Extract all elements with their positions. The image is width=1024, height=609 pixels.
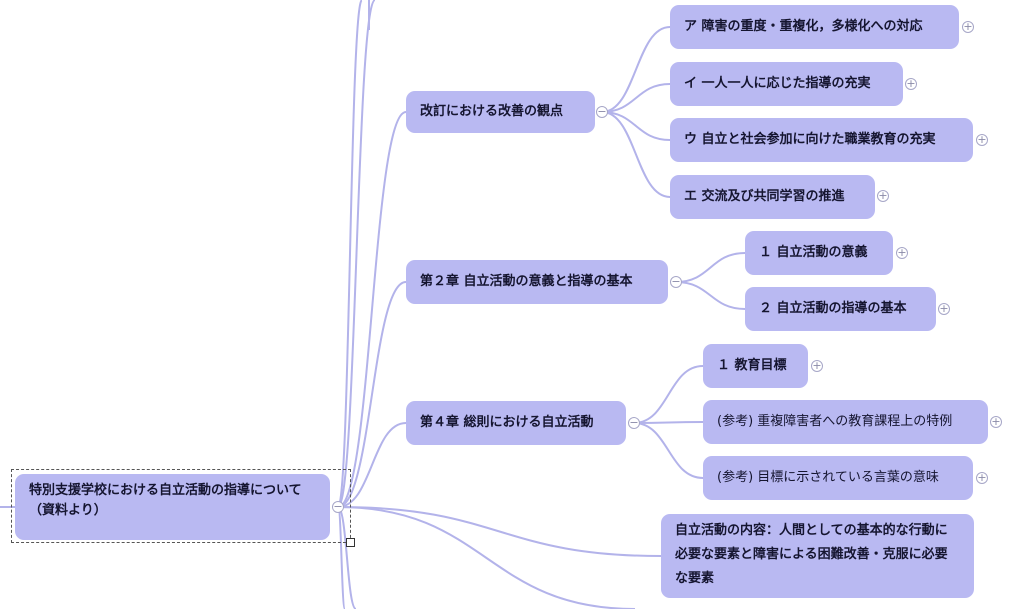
expand-toggle-i[interactable]: + bbox=[905, 77, 917, 90]
expand-toggle-e[interactable]: + bbox=[877, 189, 889, 202]
connector-u bbox=[601, 111, 671, 141]
expand-toggle-u[interactable]: + bbox=[976, 133, 988, 146]
subtopic-4-ref-2[interactable]: (参考) 目標に示されている言葉の意味 bbox=[703, 456, 973, 500]
connector-root-chapter-2 bbox=[337, 281, 407, 508]
expand-toggle-2-2[interactable]: + bbox=[938, 302, 950, 315]
subtopic-a[interactable]: ア 障害の重度・重複化，多様化への対応 bbox=[670, 5, 959, 49]
connector-4-1 bbox=[633, 365, 704, 424]
connector-offscreen-bottom-3 bbox=[337, 506, 636, 609]
subtopic-u[interactable]: ウ 自立と社会参加に向けた職業教育の充実 bbox=[670, 118, 973, 162]
subtopic-label: １ 教育目標 bbox=[717, 358, 787, 373]
topic-chapter-2[interactable]: 第２章 自立活動の意義と指導の基本 bbox=[406, 260, 668, 304]
topic-chapter-4[interactable]: 第４章 総則における自立活動 bbox=[406, 401, 626, 445]
expand-toggle-4-ref-1[interactable]: + bbox=[990, 415, 1002, 428]
subtopic-2-1[interactable]: １ 自立活動の意義 bbox=[745, 231, 893, 275]
collapse-toggle-chapter-4[interactable]: − bbox=[628, 416, 640, 429]
subtopic-4-1[interactable]: １ 教育目標 bbox=[703, 344, 808, 388]
subtopic-label: エ 交流及び共同学習の推進 bbox=[684, 189, 845, 204]
connector-root-jiritsu bbox=[337, 506, 662, 557]
connector-2-1 bbox=[675, 252, 746, 283]
topic-label: 自立活動の内容：人間としての基本的な行動に必要な要素と障害による困難改善・克服に… bbox=[675, 523, 948, 586]
connector-4-ref-1 bbox=[633, 421, 704, 424]
connector-2-2 bbox=[675, 281, 746, 310]
topic-label: 改訂における改善の観点 bbox=[420, 104, 564, 119]
selection-frame bbox=[11, 469, 351, 543]
topic-label: 第２章 自立活動の意義と指導の基本 bbox=[420, 274, 633, 289]
subtopic-i[interactable]: イ 一人一人に応じた指導の充実 bbox=[670, 62, 903, 106]
connector-4-ref-2 bbox=[633, 422, 704, 479]
connector-e bbox=[601, 111, 671, 198]
expand-toggle-4-ref-2[interactable]: + bbox=[976, 471, 988, 484]
subtopic-label: ア 障害の重度・重複化，多様化への対応 bbox=[684, 19, 923, 34]
expand-toggle-a[interactable]: + bbox=[962, 20, 974, 33]
resize-handle[interactable] bbox=[346, 538, 355, 547]
collapse-toggle-chapter-2[interactable]: − bbox=[670, 275, 682, 288]
collapse-toggle-root[interactable]: − bbox=[332, 500, 344, 513]
connector-i bbox=[601, 83, 671, 113]
root-topic[interactable]: 特別支援学校における自立活動の指導について（資料より） bbox=[15, 474, 330, 540]
subtopic-label: ウ 自立と社会参加に向けた職業教育の充実 bbox=[684, 132, 936, 147]
subtopic-4-ref-1[interactable]: (参考) 重複障害者への教育課程上の特例 bbox=[703, 400, 988, 444]
expand-toggle-4-1[interactable]: + bbox=[811, 359, 823, 372]
connector-a bbox=[601, 26, 671, 113]
connector-offscreen-top-2 bbox=[337, 0, 376, 508]
subtopic-e[interactable]: エ 交流及び共同学習の推進 bbox=[670, 175, 875, 219]
subtopic-label: (参考) 目標に示されている言葉の意味 bbox=[717, 470, 939, 485]
topic-jiritsu-content[interactable]: 自立活動の内容：人間としての基本的な行動に必要な要素と障害による困難改善・克服に… bbox=[661, 514, 974, 598]
topic-label: 第４章 総則における自立活動 bbox=[420, 415, 594, 430]
connector-root-chapter-4 bbox=[337, 422, 407, 508]
topic-kaitei[interactable]: 改訂における改善の観点 bbox=[406, 91, 595, 133]
subtopic-2-2[interactable]: ２ 自立活動の指導の基本 bbox=[745, 287, 936, 331]
connector-offscreen-top-3 bbox=[337, 0, 363, 508]
subtopic-label: イ 一人一人に応じた指導の充実 bbox=[684, 76, 871, 91]
expand-toggle-2-1[interactable]: + bbox=[896, 246, 908, 259]
collapse-toggle-kaitei[interactable]: − bbox=[596, 105, 608, 118]
subtopic-label: １ 自立活動の意義 bbox=[759, 245, 868, 260]
subtopic-label: (参考) 重複障害者への教育課程上の特例 bbox=[717, 414, 953, 429]
subtopic-label: ２ 自立活動の指導の基本 bbox=[759, 301, 907, 316]
root-topic-label: 特別支援学校における自立活動の指導について（資料より） bbox=[29, 483, 302, 518]
